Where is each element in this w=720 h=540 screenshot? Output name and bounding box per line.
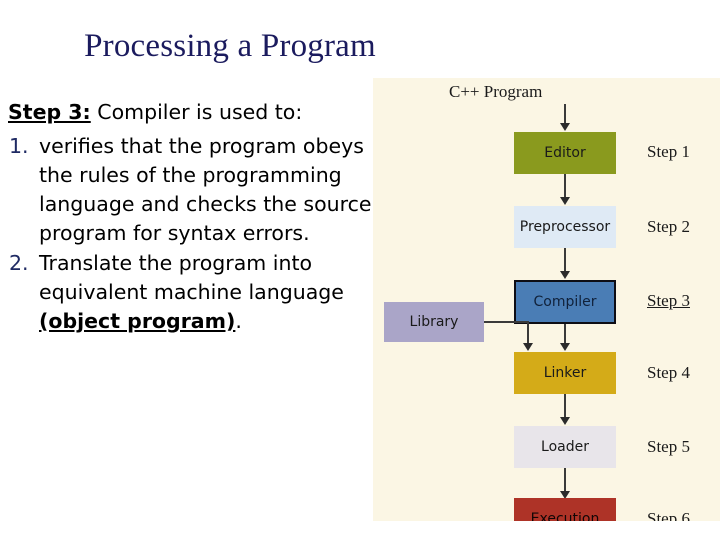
step-label-4: Step 4 <box>647 363 690 382</box>
node-linker[interactable]: Linker <box>514 352 616 394</box>
node-library[interactable]: Library <box>384 302 484 342</box>
list-item: 1. verifies that the program obeys the r… <box>8 132 380 248</box>
step-lead-rest: Compiler is used to: <box>90 100 303 124</box>
node-compiler-label: Compiler <box>533 294 597 310</box>
arrowhead-icon <box>560 417 570 425</box>
list-item-text-main: Translate the program into equivalent ma… <box>39 251 344 304</box>
step-label-1: Step 1 <box>647 142 690 161</box>
list-item-text: verifies that the program obeys the rule… <box>39 132 380 248</box>
node-linker-label: Linker <box>543 365 587 381</box>
node-loader[interactable]: Loader <box>514 426 616 468</box>
step-label-3: Step 3 <box>647 291 690 310</box>
connector-compiler-to-linker <box>564 324 566 346</box>
page-title: Processing a Program <box>84 28 376 64</box>
step-lead-label: Step 3: <box>8 100 91 124</box>
step-lead-line: Step 3: Compiler is used to: <box>8 98 380 126</box>
connector-linker-to-loader <box>564 394 566 420</box>
step-label-2: Step 2 <box>647 217 690 236</box>
node-execution[interactable]: Execution <box>514 498 616 521</box>
node-execution-label: Execution <box>530 511 600 521</box>
arrowhead-icon <box>560 197 570 205</box>
arrowhead-icon <box>560 491 570 499</box>
arrowhead-icon <box>560 271 570 279</box>
list-item-number: 2. <box>9 251 29 275</box>
step-label-5: Step 5 <box>647 437 690 456</box>
node-preprocessor-label: Preprocessor <box>519 219 611 235</box>
list-item-text-tail: . <box>235 309 242 333</box>
connector-preprocessor-to-compiler <box>564 248 566 274</box>
node-compiler[interactable]: Compiler <box>514 280 616 324</box>
connector-loader-to-execution <box>564 468 566 494</box>
list-item-text: Translate the program into equivalent ma… <box>39 249 380 336</box>
arrowhead-icon <box>523 343 533 351</box>
connector-library-to-linker-horizontal <box>484 321 529 323</box>
connector-input-to-editor <box>564 104 566 126</box>
list-item-text-main: verifies that the program obeys the rule… <box>39 134 372 245</box>
node-preprocessor[interactable]: Preprocessor <box>514 206 616 248</box>
list-item-emphasis: (object program) <box>39 309 236 333</box>
list-item: 2. Translate the program into equivalent… <box>8 249 380 336</box>
arrowhead-icon <box>560 123 570 131</box>
content-text-column: Step 3: Compiler is used to: 1. verifies… <box>8 98 380 336</box>
diagram-input-caption: C++ Program <box>449 82 543 101</box>
connector-library-to-linker-vertical <box>527 321 529 346</box>
node-editor[interactable]: Editor <box>514 132 616 174</box>
node-editor-label: Editor <box>544 145 586 161</box>
node-loader-label: Loader <box>541 439 589 455</box>
step-label-6: Step 6 <box>647 509 690 521</box>
connector-editor-to-preprocessor <box>564 174 566 200</box>
node-library-label: Library <box>409 314 459 330</box>
list-item-number: 1. <box>9 134 29 158</box>
process-flow-diagram: C++ Program Editor Step 1 Preprocessor S… <box>373 78 720 521</box>
arrowhead-icon <box>560 343 570 351</box>
